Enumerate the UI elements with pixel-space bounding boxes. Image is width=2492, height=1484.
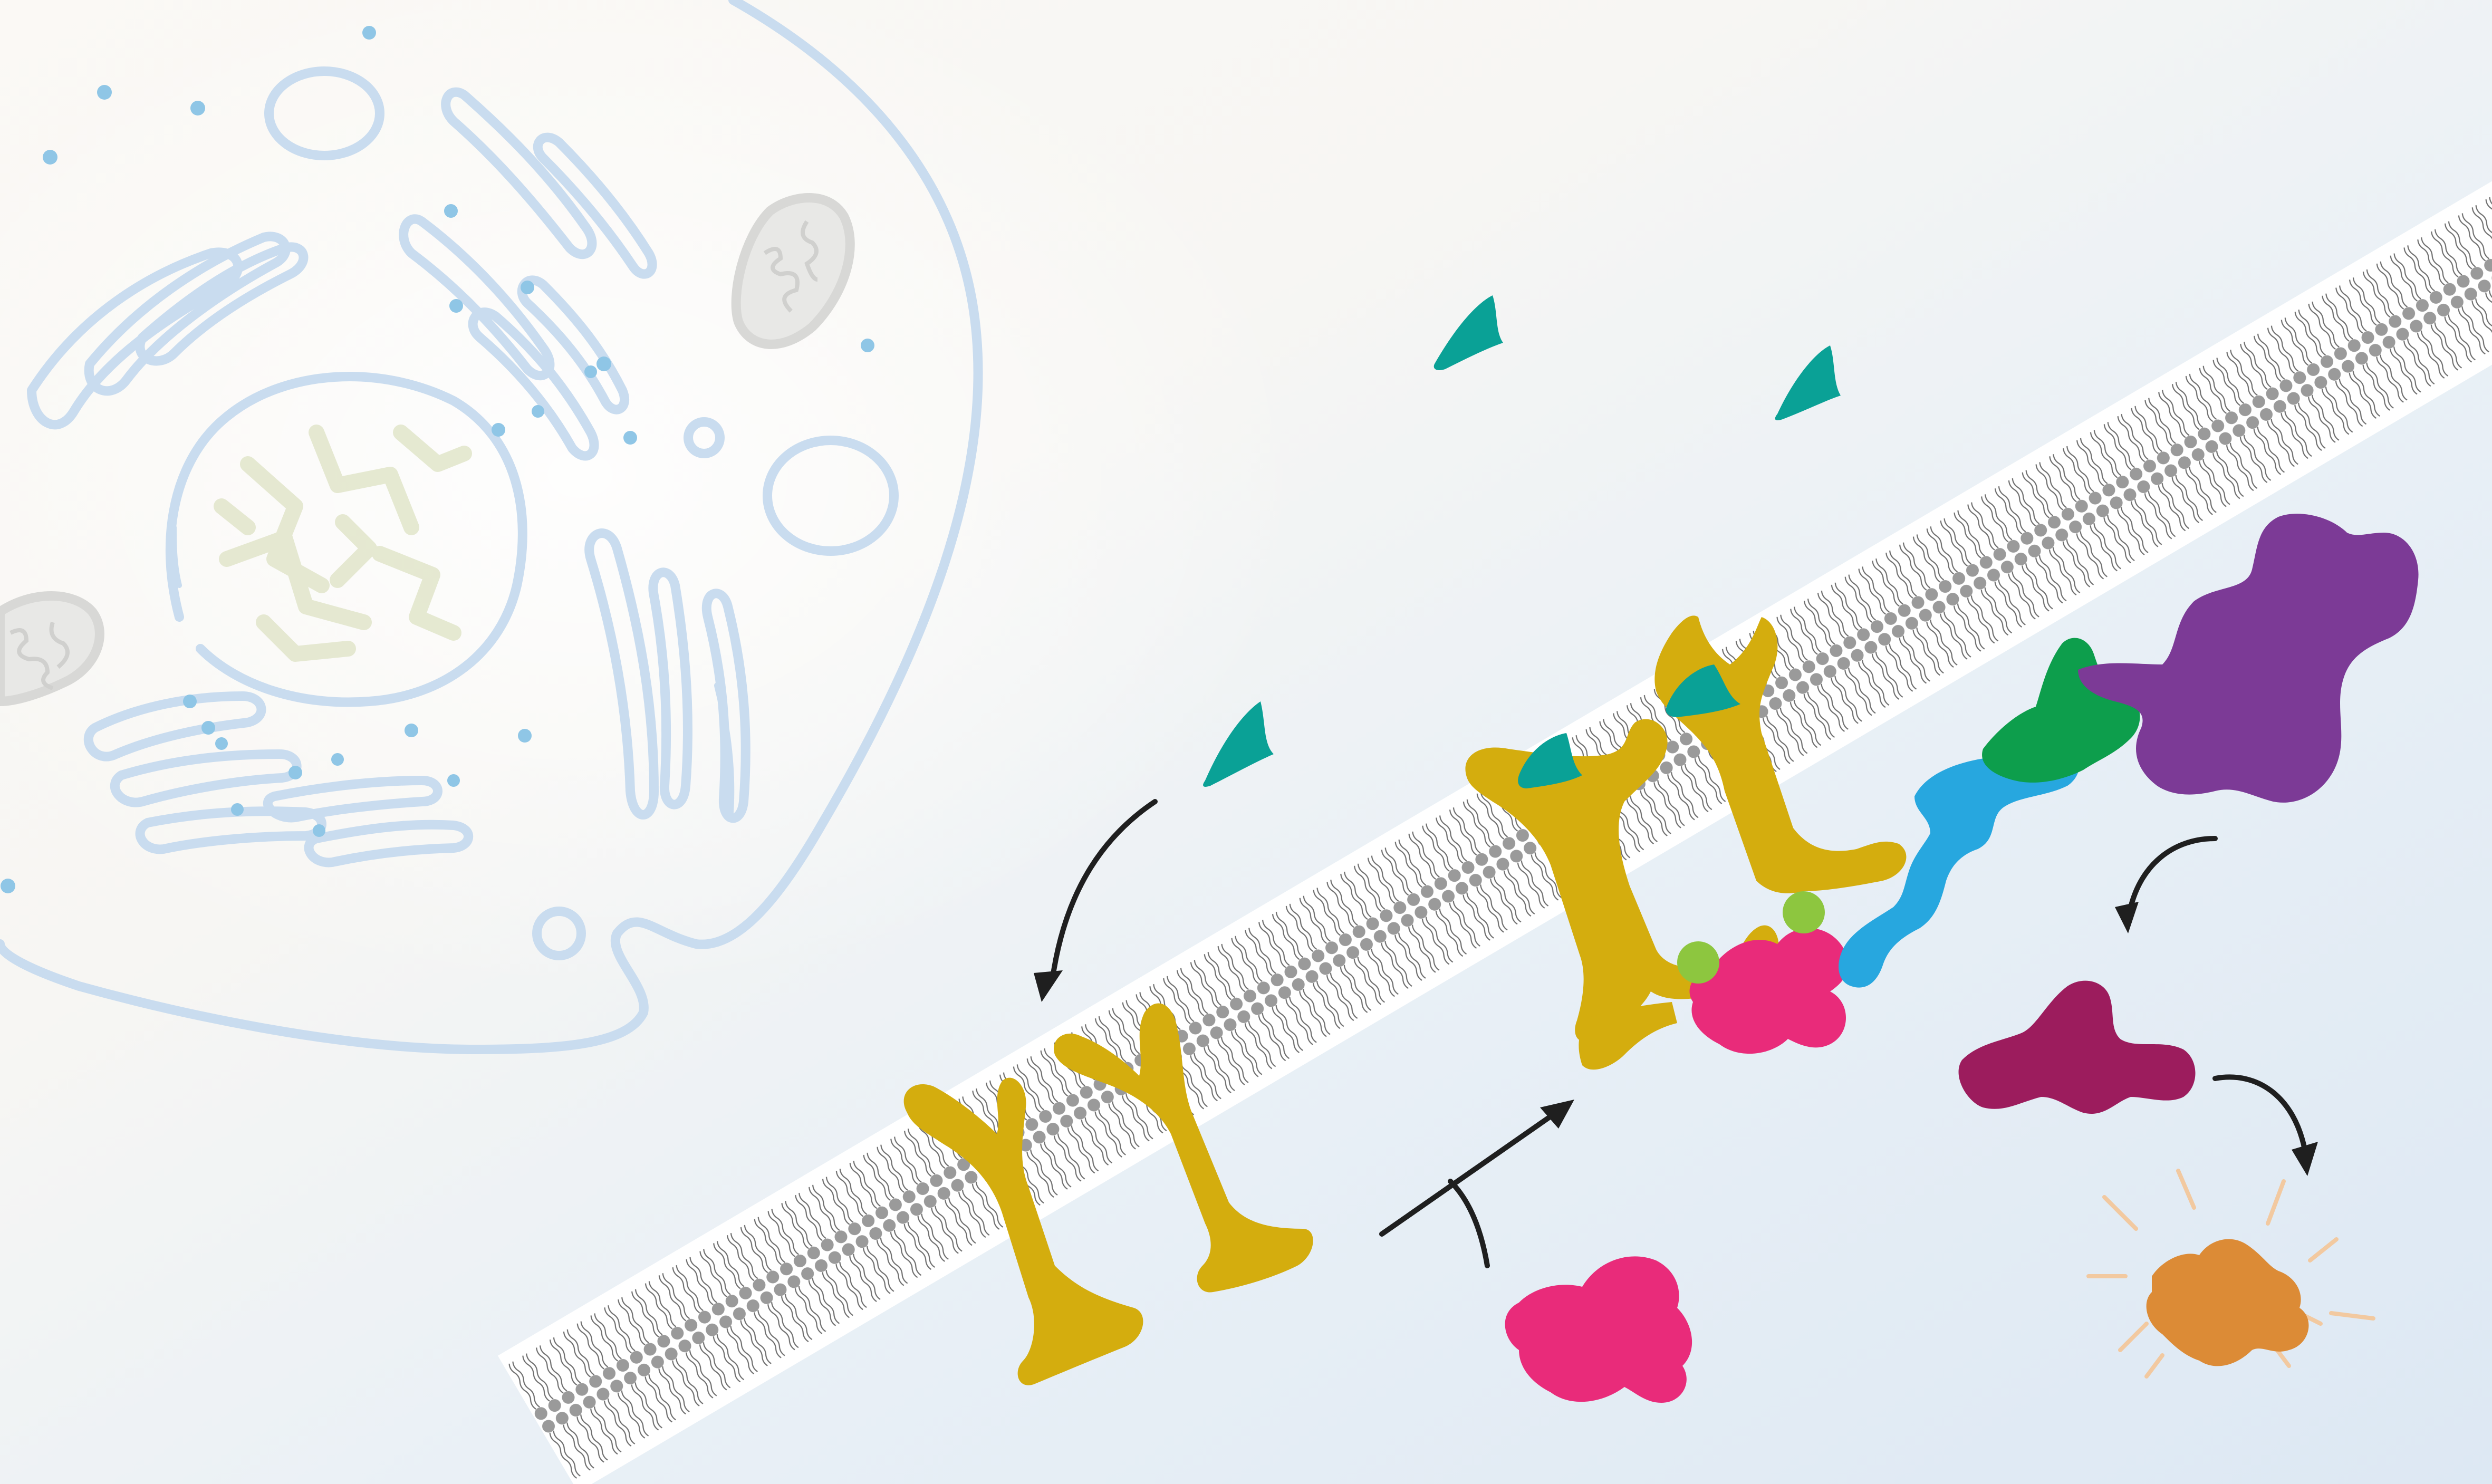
- vesicle-small: [684, 417, 725, 458]
- nucleus-icon: [165, 372, 527, 707]
- background-glow: [0, 0, 1319, 1002]
- organelle-tubes: [584, 528, 751, 823]
- vesicle-small-2: [532, 907, 586, 960]
- ligands: [1203, 295, 1841, 787]
- vesicle-large: [264, 66, 384, 160]
- arrowhead: [2115, 902, 2139, 933]
- arrowhead: [1034, 970, 1063, 1002]
- chromatin-icon: [214, 425, 472, 662]
- receptor-monomer-icon: [903, 1003, 1313, 1385]
- arrow-icon: [1379, 1110, 1558, 1237]
- arrow-icon: [1448, 1179, 1490, 1268]
- golgi-icon: [399, 87, 657, 461]
- ligand-icon: [1775, 345, 1841, 420]
- vesicle-dots: [1, 26, 874, 893]
- cell-outline-icon: [0, 0, 983, 1054]
- arrowhead: [1540, 1100, 1574, 1129]
- effector-protein-icon: [2078, 514, 2419, 803]
- ligand-icon: [1433, 295, 1503, 370]
- ligand-icon: [1666, 664, 1740, 717]
- kinase-icon: [1689, 928, 1849, 1054]
- ligand-icon: [1203, 701, 1274, 787]
- mitochondrion-icon-left: [0, 591, 104, 707]
- vesicle-right: [763, 436, 899, 556]
- phosphate-dots: [1677, 891, 1825, 984]
- cell-illustration: [0, 0, 983, 1054]
- adapter-protein-icon: [1839, 749, 2080, 988]
- arrow-icon: [2212, 1074, 2307, 1152]
- maroon-protein-icon: [1958, 980, 2196, 1114]
- arrows: [1050, 799, 2307, 1268]
- bound-ligands: [1518, 664, 1740, 788]
- arrow-icon: [2128, 836, 2218, 910]
- ligand-icon: [1518, 733, 1582, 788]
- kinase-icon: [1505, 1256, 1692, 1403]
- arrow-icon: [1050, 799, 1158, 984]
- arrowheads: [1034, 902, 2318, 1176]
- endoplasmic-reticulum-icon: [27, 232, 474, 868]
- mitochondrion-icon: [731, 193, 855, 349]
- arrowhead: [2292, 1142, 2318, 1176]
- activated-product-icon: [2086, 1169, 2375, 1379]
